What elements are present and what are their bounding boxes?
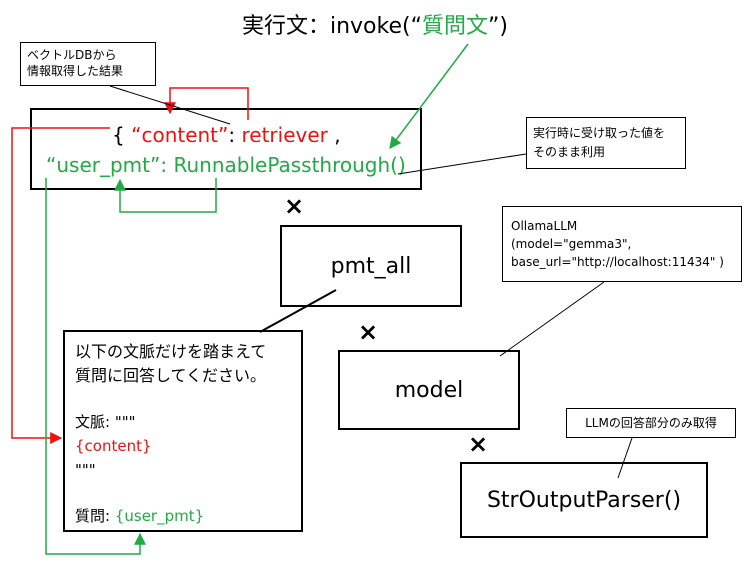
input-mapping-box: { “content”: retriever , “user_pmt”: Run… <box>30 108 422 190</box>
green-user-pmt-loop <box>114 178 217 213</box>
note-ollama-line1: OllamaLLM <box>511 219 578 233</box>
note-passthrough: 実行時に受け取った値を そのまま利用 <box>526 117 686 169</box>
user-pmt-colon: : <box>160 153 174 177</box>
prompt-line1: 以下の文脈だけを踏まえて <box>75 342 267 361</box>
multiply-symbol-1: × <box>284 192 305 220</box>
user-pmt-line: “user_pmt”: RunnablePassthrough() <box>46 153 406 177</box>
context-variable: {content} <box>75 437 152 455</box>
title-suffix: ”) <box>488 14 508 39</box>
content-key: “content” <box>131 123 229 147</box>
red-retriever-loop <box>164 87 249 120</box>
note-ollama: OllamaLLM (model="gemma3", base_url="htt… <box>502 206 742 282</box>
note-retrieval: ベクトルDBから 情報取得した結果 <box>20 42 156 86</box>
model-label: model <box>394 377 464 403</box>
context-label: 文脈: """ <box>75 413 136 431</box>
note-passthrough-pointer <box>397 153 527 175</box>
note-passthrough-line1: 実行時に受け取った値を <box>533 126 666 140</box>
note-retrieval-line2: 情報取得した結果 <box>27 64 124 78</box>
context-close: """ <box>75 461 96 479</box>
title-prefix: 実行文：invoke(“ <box>241 14 422 39</box>
note-passthrough-line2: そのまま利用 <box>533 145 606 159</box>
note-retrieval-line1: ベクトルDBから <box>27 48 117 62</box>
brace-open: { <box>112 123 132 147</box>
prompt-line2: 質問に回答してください。 <box>75 366 267 385</box>
title-query: 質問文 <box>422 14 489 39</box>
red-content-path <box>11 127 110 444</box>
note-ollama-line3: base_url="http://localhost:11434" ) <box>511 255 724 269</box>
multiply-symbol-3: × <box>468 430 489 458</box>
green-query-arrow <box>389 43 469 149</box>
note-parser-pointer <box>617 437 633 479</box>
content-comma: , <box>327 123 341 147</box>
green-user-pmt-path <box>45 178 146 555</box>
user-pmt-value: RunnablePassthrough() <box>173 153 406 177</box>
content-colon: : <box>228 123 242 147</box>
content-line: { “content”: retriever , <box>112 123 341 147</box>
question-label: 質問: <box>75 507 115 525</box>
note-ollama-line2: (model="gemma3", <box>511 237 632 251</box>
note-parser: LLMの回答部分のみ取得 <box>566 408 736 438</box>
user-pmt-key: “user_pmt” <box>46 153 161 177</box>
multiply-symbol-2: × <box>358 318 379 346</box>
parser-label: StrOutputParser() <box>486 487 682 513</box>
page-title: 実行文：invoke(“質問文”) <box>0 8 750 40</box>
note-ollama-pointer <box>499 281 605 357</box>
prompt-template-box: 以下の文脈だけを踏まえて 質問に回答してください。 文脈: """ {conte… <box>63 330 303 532</box>
content-value: retriever <box>241 123 328 147</box>
note-parser-line1: LLMの回答部分のみ取得 <box>585 415 717 430</box>
model-box: model <box>338 350 520 430</box>
pmt-all-label: pmt_all <box>330 253 412 279</box>
question-variable: {user_pmt} <box>114 507 205 525</box>
note-retrieval-pointer <box>109 85 231 125</box>
question-line: 質問: {user_pmt} <box>75 504 291 528</box>
parser-box: StrOutputParser() <box>460 462 708 538</box>
pmt-all-pointer <box>259 289 337 333</box>
pmt-all-box: pmt_all <box>280 225 462 307</box>
